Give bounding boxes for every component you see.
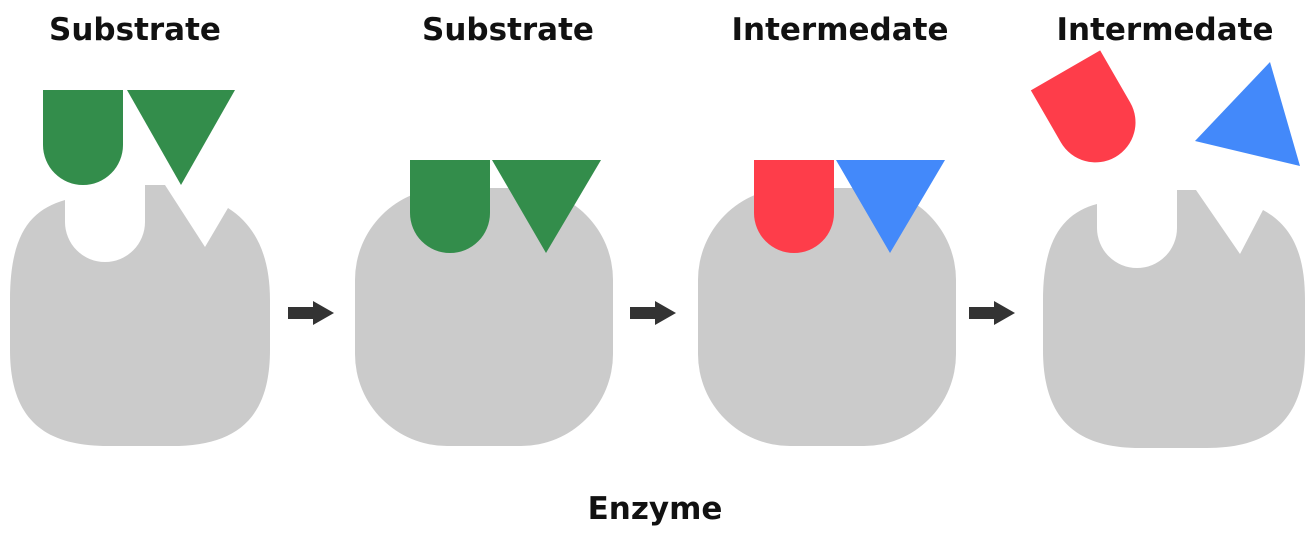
substrate-half — [410, 160, 490, 253]
intermediate-triangle — [836, 160, 945, 253]
arrow-right-icon — [969, 301, 1015, 325]
substrate-triangle — [492, 160, 601, 253]
enzyme-body — [698, 188, 956, 446]
substrate-triangle — [127, 90, 235, 185]
intermediate-triangle — [1195, 62, 1300, 166]
stage-2-label: Substrate — [422, 12, 594, 48]
stage-1-label: Substrate — [49, 12, 221, 48]
intermediate-half — [754, 160, 834, 253]
substrate-half — [43, 90, 123, 185]
enzyme-with-active-site — [10, 185, 270, 446]
stage-2 — [355, 160, 613, 446]
stage-4 — [1030, 50, 1305, 448]
enzyme-label: Enzyme — [588, 491, 723, 527]
stage-4-label: Intermedate — [1056, 12, 1273, 48]
stage-3-label: Intermedate — [731, 12, 948, 48]
arrow-right-icon — [630, 301, 676, 325]
intermediate-half — [1030, 50, 1136, 163]
stage-1 — [10, 90, 270, 446]
enzyme-body — [355, 188, 613, 446]
stage-3 — [698, 160, 956, 446]
arrow-right-icon — [288, 301, 334, 325]
enzyme-with-active-site — [1043, 190, 1305, 448]
